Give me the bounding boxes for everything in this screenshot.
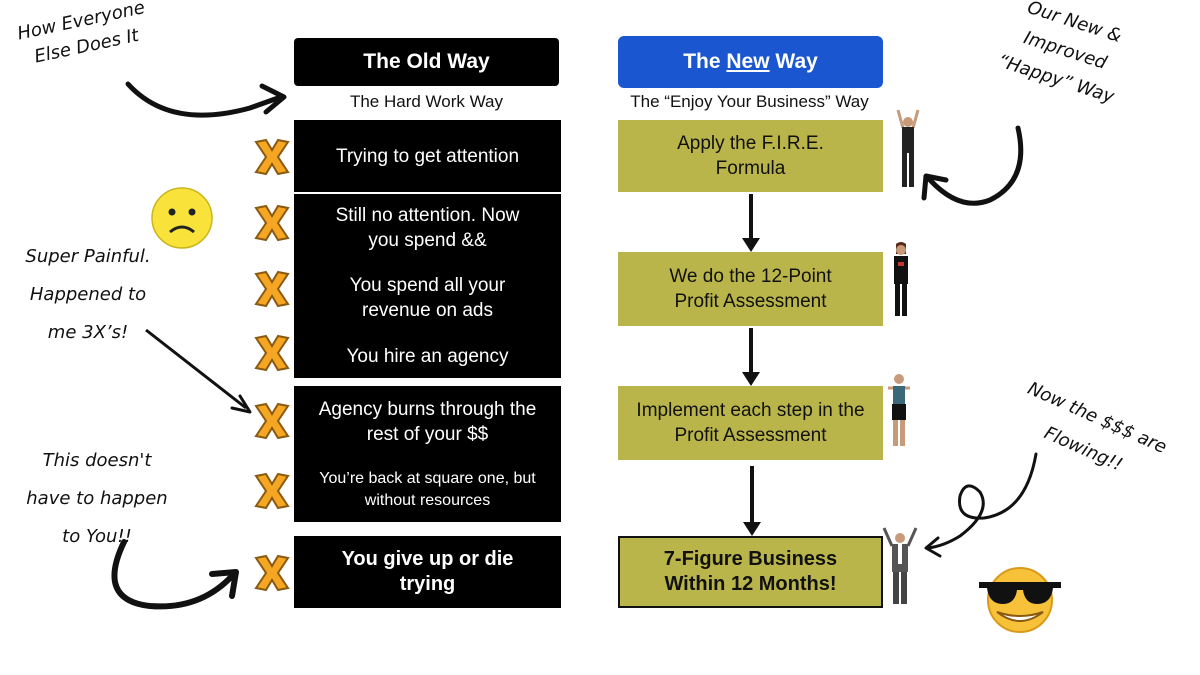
old-step-6: You’re back at square one, but without r… xyxy=(294,458,561,522)
old-way-title: The Old Way xyxy=(363,50,490,73)
new-way-subtitle: The “Enjoy Your Business” Way xyxy=(630,92,869,111)
old-way-header: The Old Way xyxy=(294,38,559,86)
down-arrow-icon xyxy=(742,194,760,252)
annotation-doesnt-happen: This doesn't have to happen to You!! xyxy=(26,450,168,547)
new-way-title-em: New xyxy=(726,50,770,73)
new-step-3: Implement each step in the Profit Assess… xyxy=(618,386,883,460)
old-step-1: Trying to get attention xyxy=(294,120,561,192)
new-step-4: 7-Figure Business Within 12 Months! xyxy=(618,536,883,608)
sad-emoji-icon xyxy=(151,187,213,249)
x-mark-icon xyxy=(254,472,290,510)
down-arrow-icon xyxy=(743,466,761,536)
new-step-2-label: We do the 12-Point Profit Assessment xyxy=(669,266,832,312)
old-step-2-label: Still no attention. Now you spend && xyxy=(335,205,520,251)
curved-arrow-icon xyxy=(145,328,247,410)
down-arrow-icon xyxy=(742,328,760,386)
annotation-painful: Super Painful. Happened to me 3X’s! xyxy=(25,246,151,343)
x-mark-icon xyxy=(254,204,290,242)
old-way-subtitle: The Hard Work Way xyxy=(349,92,504,111)
old-step-5-label: Agency burns through the rest of your $$ xyxy=(318,399,537,445)
curved-arrow-icon xyxy=(125,81,281,118)
x-mark-icon xyxy=(254,402,290,440)
x-mark-icon xyxy=(254,334,290,372)
old-step-4: You hire an agency xyxy=(294,334,561,378)
old-step-5: Agency burns through the rest of your $$ xyxy=(294,386,561,458)
person-figure-icon xyxy=(882,527,918,604)
new-way-header: The New Way xyxy=(618,36,883,88)
new-step-1-label: Apply the F.I.R.E. Formula xyxy=(677,133,824,179)
x-mark-icon xyxy=(254,270,290,308)
old-step-2: Still no attention. Now you spend && xyxy=(294,194,561,262)
curved-arrow-icon xyxy=(926,452,1038,550)
new-step-1: Apply the F.I.R.E. Formula xyxy=(618,120,883,192)
old-step-7: You give up or die trying xyxy=(294,536,561,608)
curved-arrow-icon xyxy=(111,539,235,610)
new-way-title-post: Way xyxy=(769,50,818,73)
new-step-3-label: Implement each step in the Profit Assess… xyxy=(636,400,865,446)
old-step-4-label: You hire an agency xyxy=(346,345,509,367)
x-mark-icon xyxy=(254,554,290,592)
person-figure-icon xyxy=(896,109,920,187)
person-figure-icon xyxy=(888,374,910,446)
old-step-7-label: You give up or die trying xyxy=(341,548,514,595)
old-step-1-label: Trying to get attention xyxy=(335,145,520,167)
old-step-3: You spend all your revenue on ads xyxy=(294,262,561,334)
x-mark-icon xyxy=(254,138,290,176)
curved-arrow-icon xyxy=(927,125,1024,206)
person-figure-icon xyxy=(894,242,908,316)
new-way-title-pre: The xyxy=(683,50,727,73)
new-step-2: We do the 12-Point Profit Assessment xyxy=(618,252,883,326)
sunglasses-emoji-icon xyxy=(979,567,1061,633)
old-step-6-label: You’re back at square one, but without r… xyxy=(319,470,536,509)
old-step-3-label: You spend all your revenue on ads xyxy=(349,275,506,321)
new-step-4-label: 7-Figure Business Within 12 Months! xyxy=(663,548,838,595)
